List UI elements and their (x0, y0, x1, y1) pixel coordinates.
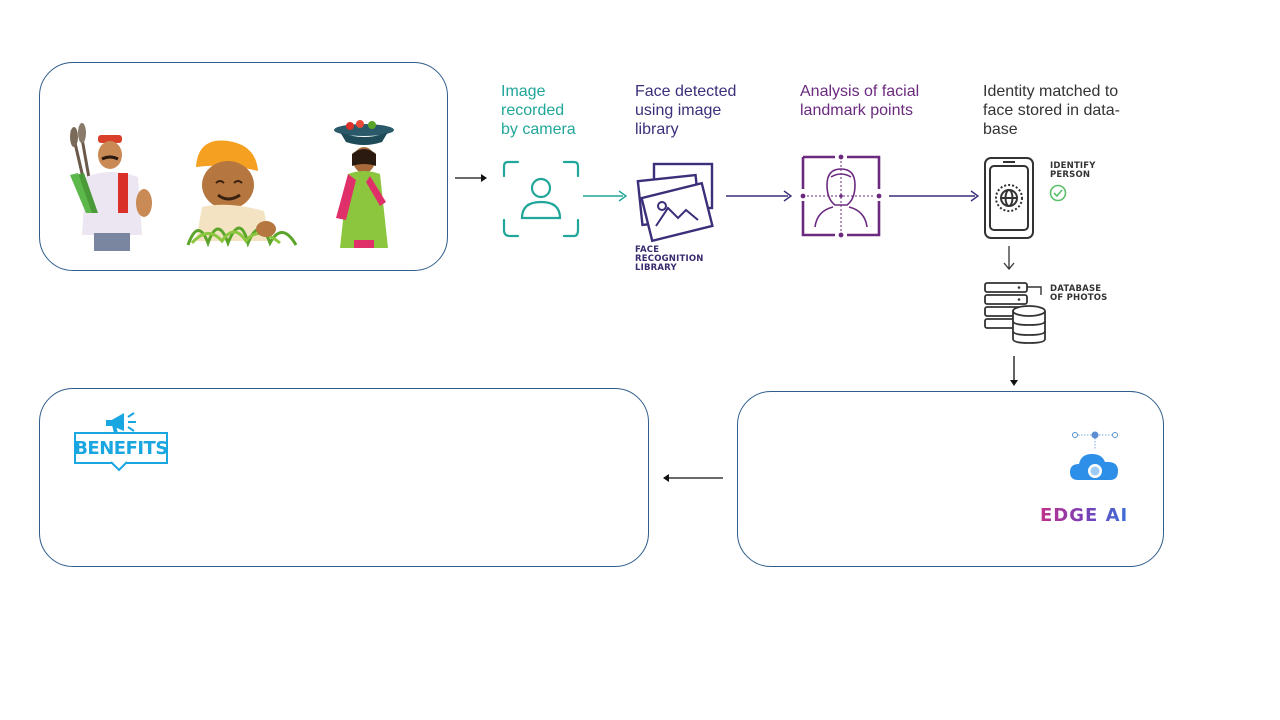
database-label-line-2: OF PHOTOS (1050, 293, 1108, 303)
step-2-title: Face detected using image library (635, 82, 736, 139)
benefits-label: BENEFITS (74, 437, 168, 459)
database-of-photos-label: DATABASE OF PHOTOS (1050, 285, 1108, 303)
step-4-line-2: face stored in data- (983, 102, 1120, 119)
step-1-line-2: recorded (501, 102, 565, 119)
step-2-line-1: Face detected (635, 83, 737, 100)
megaphone-icon (106, 412, 136, 433)
image-library-icon (636, 162, 714, 243)
arrow-database-to-edge-ai (1010, 356, 1018, 386)
step-3-line-2: landmark points (800, 102, 913, 119)
database-label-line-1: DATABASE (1050, 284, 1102, 294)
database-icon (984, 282, 1046, 344)
library-label-line-2: RECOGNITION (635, 254, 704, 264)
step-2-line-2: using image (635, 102, 722, 119)
arrow-edge-ai-to-benefits (663, 474, 723, 482)
step-1-line-3: by camera (501, 121, 576, 138)
edge-ai-logo-text: EDGE AI (1040, 505, 1128, 526)
woman-with-basket-illustration (334, 120, 394, 248)
farmer-illustration (70, 123, 152, 251)
arrow-camera-to-library (583, 190, 628, 202)
cloud-icon (1070, 431, 1118, 480)
edge-ai-label: EDGE AI (1040, 505, 1129, 526)
step-4-line-1: Identity matched to (983, 83, 1119, 100)
benefits-badge: BENEFITS (74, 432, 168, 464)
identify-label-line-1: IDENTIFY (1050, 161, 1096, 171)
identify-label-line-2: PERSON (1050, 170, 1091, 180)
step-3-title: Analysis of facial landmark points (800, 82, 919, 120)
step-2-line-3: library (635, 121, 679, 138)
arrow-landmarks-to-phone (889, 190, 980, 202)
smartphone-identify-icon (984, 157, 1034, 239)
identify-person-label: IDENTIFY PERSON (1050, 162, 1096, 180)
arrow-phone-to-database (1003, 246, 1015, 271)
benefits-panel (39, 388, 649, 567)
step-4-line-3: base (983, 121, 1018, 138)
check-icon (1049, 184, 1067, 202)
library-label-line-1: FACE (635, 245, 660, 255)
turbaned-farmer-illustration (186, 140, 298, 248)
step-1-title: Image recorded by camera (501, 82, 576, 139)
face-recognition-library-label: FACE RECOGNITION LIBRARY (635, 246, 704, 273)
step-3-line-1: Analysis of facial (800, 83, 920, 100)
library-label-line-3: LIBRARY (635, 263, 677, 273)
step-4-title: Identity matched to face stored in data-… (983, 82, 1120, 139)
arrow-library-to-landmarks (726, 190, 793, 202)
face-landmark-icon (800, 154, 882, 238)
camera-user-icon (502, 160, 580, 238)
arrow-people-to-camera (455, 174, 487, 182)
benefits-badge-tail (110, 461, 128, 472)
step-1-line-1: Image (501, 83, 546, 100)
